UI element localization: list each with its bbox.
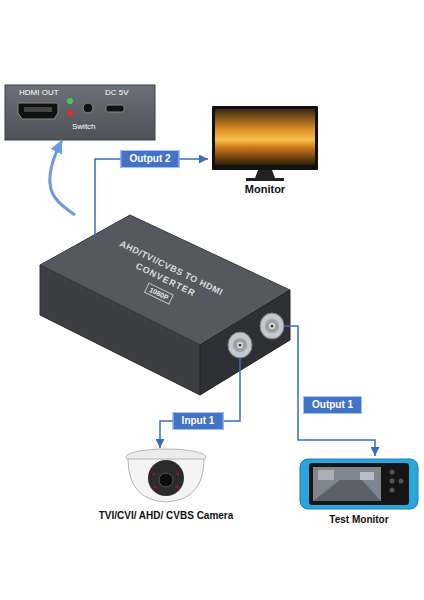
test-monitor-picture	[313, 467, 381, 501]
bnc-connector	[228, 332, 252, 358]
node-text: Switch	[72, 122, 96, 132]
bnc-connector	[271, 325, 274, 328]
test-monitor-picture	[390, 479, 395, 484]
camera-picture	[176, 472, 179, 475]
node-text: Monitor	[208, 182, 322, 196]
edge-label: Output 1	[303, 396, 362, 414]
bnc-connector	[269, 323, 275, 329]
node-text: DC 5V	[105, 88, 129, 98]
converter-box	[40, 215, 290, 395]
connector	[160, 395, 240, 448]
bnc-connector	[239, 344, 242, 347]
monitor: Monitor	[208, 104, 322, 198]
bnc-connector	[237, 342, 243, 348]
test-monitor-picture	[399, 479, 404, 484]
edge-label: Input 1	[173, 412, 224, 430]
port-panel	[5, 85, 155, 140]
port-panel: HDMI OUT Switch DC 5V	[5, 85, 155, 140]
label-group: AHD/TVI/CVBS TO HDMICONVERTER1080P	[105, 238, 225, 325]
test-monitor-picture	[300, 459, 418, 509]
node-text: TVI/CVI/ AHD/ CVBS Camera	[88, 509, 244, 522]
monitor-picture	[246, 178, 284, 181]
port-panel	[18, 103, 58, 119]
camera-picture	[153, 485, 156, 488]
converter-box	[200, 290, 290, 395]
test-monitor-picture	[309, 463, 409, 505]
bnc-connector	[260, 313, 284, 339]
monitor-picture	[255, 170, 275, 178]
monitor-picture	[212, 106, 318, 181]
monitor-picture	[212, 106, 318, 170]
bnc-connector	[233, 338, 247, 352]
port-panel	[67, 98, 73, 104]
bnc-connector	[260, 313, 284, 339]
test-monitor-picture	[300, 459, 418, 509]
test-monitor-picture	[318, 470, 334, 480]
port-panel	[67, 110, 73, 116]
cable	[239, 358, 241, 395]
monitor-picture	[215, 109, 315, 165]
camera: TVI/CVI/ AHD/ CVBS Camera	[88, 448, 244, 524]
bnc-connector	[228, 332, 252, 358]
test-monitor-picture	[390, 488, 395, 493]
camera-picture	[126, 449, 206, 502]
test-monitor-picture	[360, 472, 374, 480]
converter-box: AHD/TVI/CVBS TO HDMICONVERTER1080P	[40, 215, 290, 395]
camera-picture	[152, 472, 155, 475]
test-monitor: Test Monitor	[298, 456, 420, 528]
connector	[50, 140, 75, 215]
camera-picture	[159, 473, 173, 487]
connector	[290, 326, 375, 456]
cable	[94, 215, 96, 236]
node-text: Test Monitor	[298, 513, 420, 526]
camera-picture	[148, 460, 184, 496]
camera-picture	[175, 485, 178, 488]
cable	[95, 215, 290, 395]
test-monitor-picture	[313, 480, 381, 501]
bnc-connector	[265, 319, 279, 333]
camera-picture	[128, 459, 204, 502]
port-panel	[5, 85, 155, 140]
test-monitor-picture	[390, 470, 395, 475]
edge-label: Output 2	[120, 150, 179, 168]
cable	[284, 325, 290, 327]
node-text: HDMI OUT	[19, 88, 59, 98]
port-panel	[106, 105, 124, 112]
port-panel	[24, 107, 52, 112]
port-panel	[83, 103, 93, 113]
